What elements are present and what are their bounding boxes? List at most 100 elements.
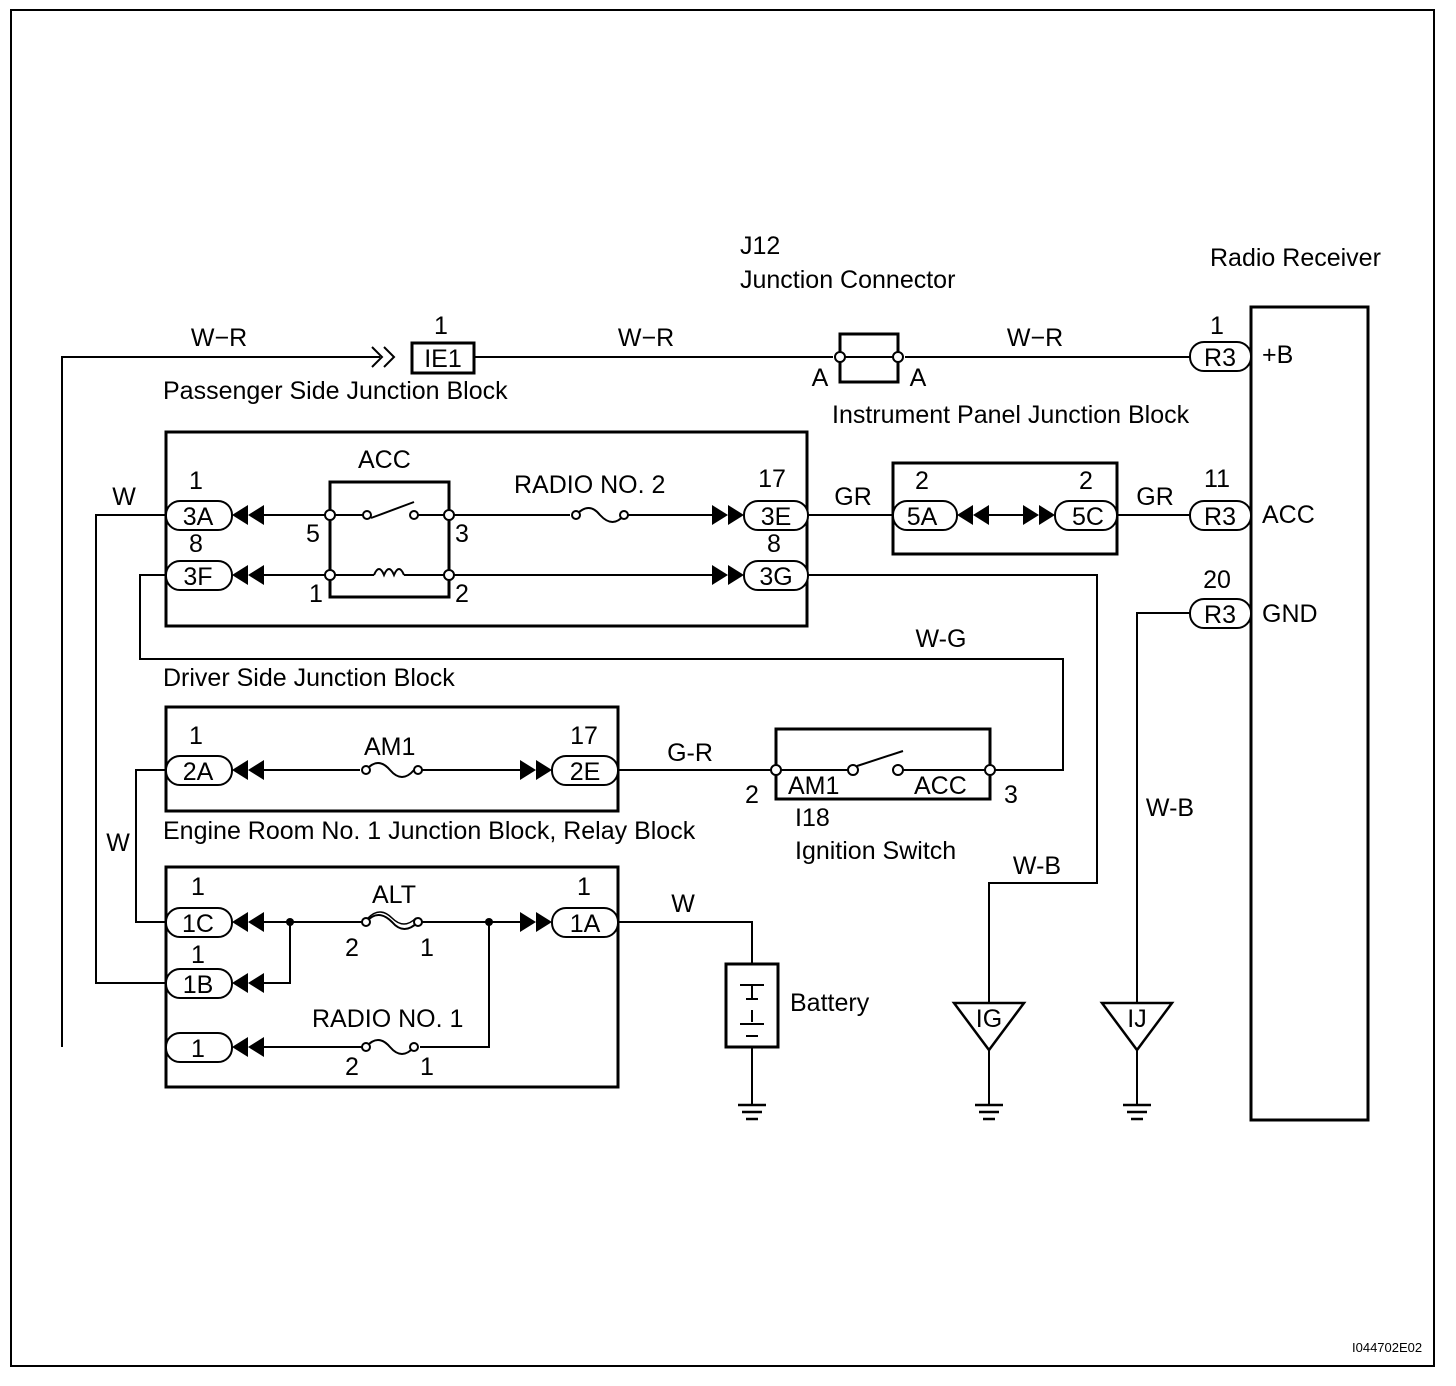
ie1-connector	[410, 341, 476, 375]
c3e-name: 3E	[761, 503, 792, 531]
pin-relay-3: 3	[455, 520, 469, 548]
pin-alt-1: 1	[420, 934, 434, 962]
ij-name: IJ	[1127, 1005, 1146, 1033]
c2e-name: 2E	[570, 758, 601, 786]
engine-room-jb-lower-box	[164, 865, 620, 1089]
radio-receiver-title: Radio Receiver	[1210, 244, 1381, 272]
pin-3f: 8	[189, 530, 203, 558]
driver-side-jb-box	[164, 430, 809, 628]
radio-no1-label: RADIO NO. 1	[312, 1005, 463, 1033]
wire-w-1: W	[112, 483, 136, 511]
c1c-name: 1C	[182, 910, 214, 938]
conn-1c	[165, 907, 233, 938]
pin-1c: 1	[191, 873, 205, 901]
conn-1b	[165, 968, 233, 999]
wire-gr-2: GR	[1136, 483, 1174, 511]
r3-acc-name: R3	[1204, 503, 1236, 531]
pin-r3-acc: 11	[1204, 465, 1230, 493]
pin-3g: 8	[767, 530, 781, 558]
c2a-name: 2A	[183, 758, 214, 786]
c5c-name: 5C	[1072, 503, 1104, 531]
c5a-name: 5A	[907, 503, 938, 531]
pin-3e: 17	[758, 465, 786, 493]
pin-relay-5: 5	[306, 520, 320, 548]
labels: Radio Receiver J12 Junction Connector Pa…	[106, 232, 1422, 1355]
pin-3a: 1	[189, 467, 203, 495]
wire-w-g: W-G	[916, 625, 967, 653]
pin-relay-2: 2	[455, 580, 469, 608]
diagram-id: I044702E02	[1352, 1340, 1422, 1355]
ign-acc-label: ACC	[914, 772, 967, 800]
ignition-switch-label: Ignition Switch	[795, 837, 956, 865]
wire-gr-1: GR	[834, 483, 872, 511]
engine-room-jb-box	[164, 705, 620, 813]
c1-name: 1	[191, 1035, 205, 1063]
terminal-dots	[324, 351, 996, 1052]
radio-pin-b: +B	[1262, 341, 1293, 369]
diagram-frame	[10, 9, 1435, 1367]
conn-2a	[165, 755, 233, 786]
wire-w-3: W	[671, 890, 695, 918]
pin-r3-b: 1	[1210, 312, 1224, 340]
wires	[61, 346, 1190, 1105]
acc-relay-box	[328, 480, 451, 599]
wire-w-2: W	[106, 829, 130, 857]
pin-alt-2: 2	[345, 934, 359, 962]
connector-arrows	[232, 505, 1055, 1057]
conn-3f	[165, 560, 233, 591]
pin-rn1-1: 1	[420, 1053, 434, 1081]
j12-connector	[838, 332, 900, 384]
instrument-jb-box	[891, 461, 1119, 556]
wire-w-r-1: W−R	[191, 324, 247, 352]
radio-pin-gnd: GND	[1262, 600, 1318, 628]
radio-no2-label: RADIO NO. 2	[514, 471, 665, 499]
conn-2e	[551, 755, 619, 786]
c3f-name: 3F	[183, 563, 212, 591]
battery-label: Battery	[790, 989, 870, 1017]
conn-3a	[165, 500, 233, 531]
conn-r3-acc	[1189, 500, 1252, 531]
passenger-jb-label: Passenger Side Junction Block	[163, 377, 508, 405]
pin-1a: 1	[577, 873, 591, 901]
conn-r3-b	[1189, 341, 1252, 372]
c3a-name: 3A	[183, 503, 214, 531]
wire-w-b-2: W-B	[1146, 794, 1194, 822]
conn-5c	[1054, 500, 1118, 531]
i18-label: I18	[795, 804, 830, 832]
pin-j12-right: A	[910, 364, 927, 392]
ig-name: IG	[976, 1005, 1002, 1033]
ign-am1-label: AM1	[788, 772, 839, 800]
pin-ign-3: 3	[1004, 781, 1018, 809]
pin-ign-2: 2	[745, 781, 759, 809]
junction-connector-label: Junction Connector	[740, 266, 955, 294]
r3-b-name: R3	[1204, 344, 1236, 372]
radio-receiver-box	[1249, 305, 1370, 1122]
wire-w-b-1: W-B	[1013, 852, 1061, 880]
ij-ground-triangle	[1099, 1001, 1175, 1053]
battery-symbol	[724, 962, 780, 1049]
pin-5a: 2	[915, 467, 929, 495]
junction-blocks	[164, 305, 1370, 1122]
engine-room-jb-label: Engine Room No. 1 Junction Block, Relay …	[163, 817, 696, 845]
connector-pills	[165, 341, 1252, 1063]
instrument-jb-label: Instrument Panel Junction Block	[832, 401, 1190, 429]
ground-symbols	[738, 1103, 1151, 1121]
conn-r3-gnd	[1189, 598, 1252, 629]
pin-r3-gnd: 20	[1203, 566, 1231, 594]
wire-w-r-3: W−R	[1007, 324, 1063, 352]
j12-label: J12	[740, 232, 780, 260]
conn-1	[165, 1032, 233, 1063]
pin-5c: 2	[1079, 467, 1093, 495]
alt-fuse-label: ALT	[372, 881, 416, 909]
driver-jb-label: Driver Side Junction Block	[163, 664, 455, 692]
pin-1b: 1	[191, 941, 205, 969]
c1b-name: 1B	[183, 971, 214, 999]
conn-5a	[892, 500, 958, 531]
acc-relay-label: ACC	[358, 446, 411, 474]
radio-pin-acc: ACC	[1262, 501, 1315, 529]
wire-g-r: G-R	[667, 739, 713, 767]
pin-j12-left: A	[812, 364, 829, 392]
pin-relay-1: 1	[309, 580, 323, 608]
pin-2e: 17	[570, 722, 598, 750]
